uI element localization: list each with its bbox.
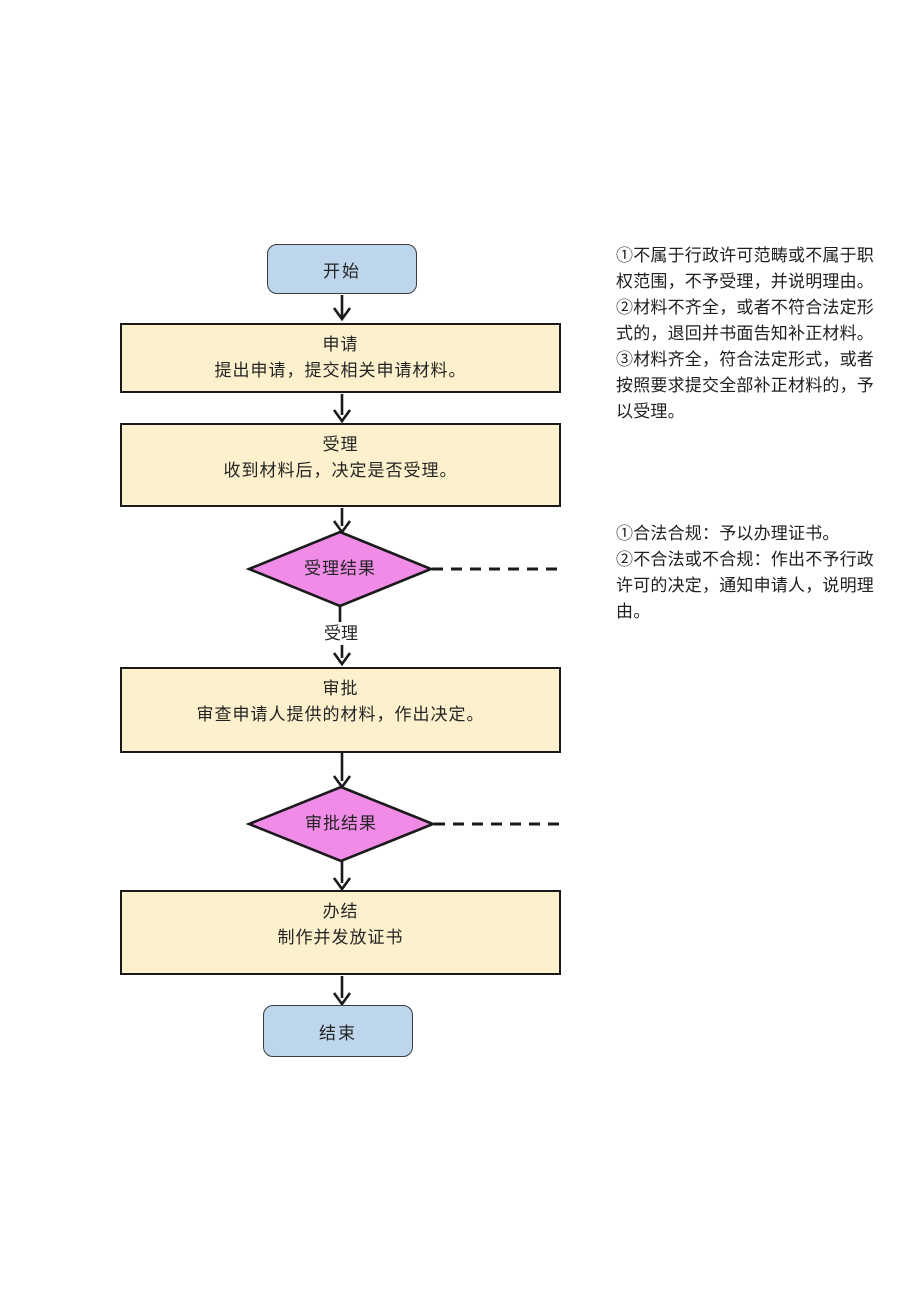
apply-node: 申请 提出申请，提交相关申请材料。 xyxy=(120,323,561,393)
arrow-approve-to-decision xyxy=(332,753,352,790)
accept-desc: 收到材料后，决定是否受理。 xyxy=(223,461,458,481)
accept-branch-label: 受理 xyxy=(324,624,358,644)
decision-notes-line: ②不合法或不合规：作出不予行政 xyxy=(616,550,874,570)
accept-notes-line: ②材料不齐全，或者不符合法定形 xyxy=(616,298,874,318)
accept-node: 受理 收到材料后，决定是否受理。 xyxy=(120,423,561,507)
apply-title: 申请 xyxy=(322,335,359,355)
accept-notes-line: 权范围，不予受理，并说明理由。 xyxy=(616,272,874,292)
arrow-apply-to-accept xyxy=(332,394,352,424)
start-node: 开始 xyxy=(267,244,417,294)
arrow-label-to-approve xyxy=(332,645,352,667)
accept-notes-line: ③材料齐全，符合法定形式，或者 xyxy=(616,350,874,370)
approve-desc: 审查申请人提供的材料，作出决定。 xyxy=(196,705,485,725)
decision-notes: ①合法合规：予以办理证书。 ②不合法或不合规：作出不予行政 许可的决定，通知申请… xyxy=(616,521,920,625)
arrow-start-to-apply xyxy=(332,295,352,322)
apply-desc: 提出申请，提交相关申请材料。 xyxy=(214,361,467,381)
approve-title: 审批 xyxy=(322,679,359,699)
accept-notes: ①不属于行政许可范畴或不属于职 权范围，不予受理，并说明理由。 ②材料不齐全，或… xyxy=(616,243,920,425)
decision-notes-line: ①合法合规：予以办理证书。 xyxy=(616,524,840,544)
approve-result-label: 审批结果 xyxy=(305,814,377,834)
accept-notes-line: 按照要求提交全部补正材料的，予 xyxy=(616,376,874,396)
accept-result-label: 受理结果 xyxy=(304,559,376,579)
accept-notes-line: ①不属于行政许可范畴或不属于职 xyxy=(616,246,874,266)
start-label: 开始 xyxy=(323,261,361,282)
finish-title: 办结 xyxy=(322,902,359,922)
arrow-accept-to-decision xyxy=(332,508,352,535)
accept-notes-line: 式的，退回并书面告知补正材料。 xyxy=(616,324,874,344)
arrow-decision-to-finish xyxy=(332,861,352,892)
accept-notes-line: 以受理。 xyxy=(616,402,685,422)
end-label: 结束 xyxy=(319,1023,357,1044)
finish-node: 办结 制作并发放证书 xyxy=(120,890,561,975)
finish-desc: 制作并发放证书 xyxy=(277,928,404,948)
arrow-finish-to-end xyxy=(332,976,352,1007)
end-node: 结束 xyxy=(263,1005,413,1057)
decision-notes-line: 许可的决定，通知申请人，说明理 xyxy=(616,576,874,596)
decision-notes-line: 由。 xyxy=(616,602,651,622)
approve-node: 审批 审查申请人提供的材料，作出决定。 xyxy=(120,667,561,753)
accept-title: 受理 xyxy=(322,435,359,455)
